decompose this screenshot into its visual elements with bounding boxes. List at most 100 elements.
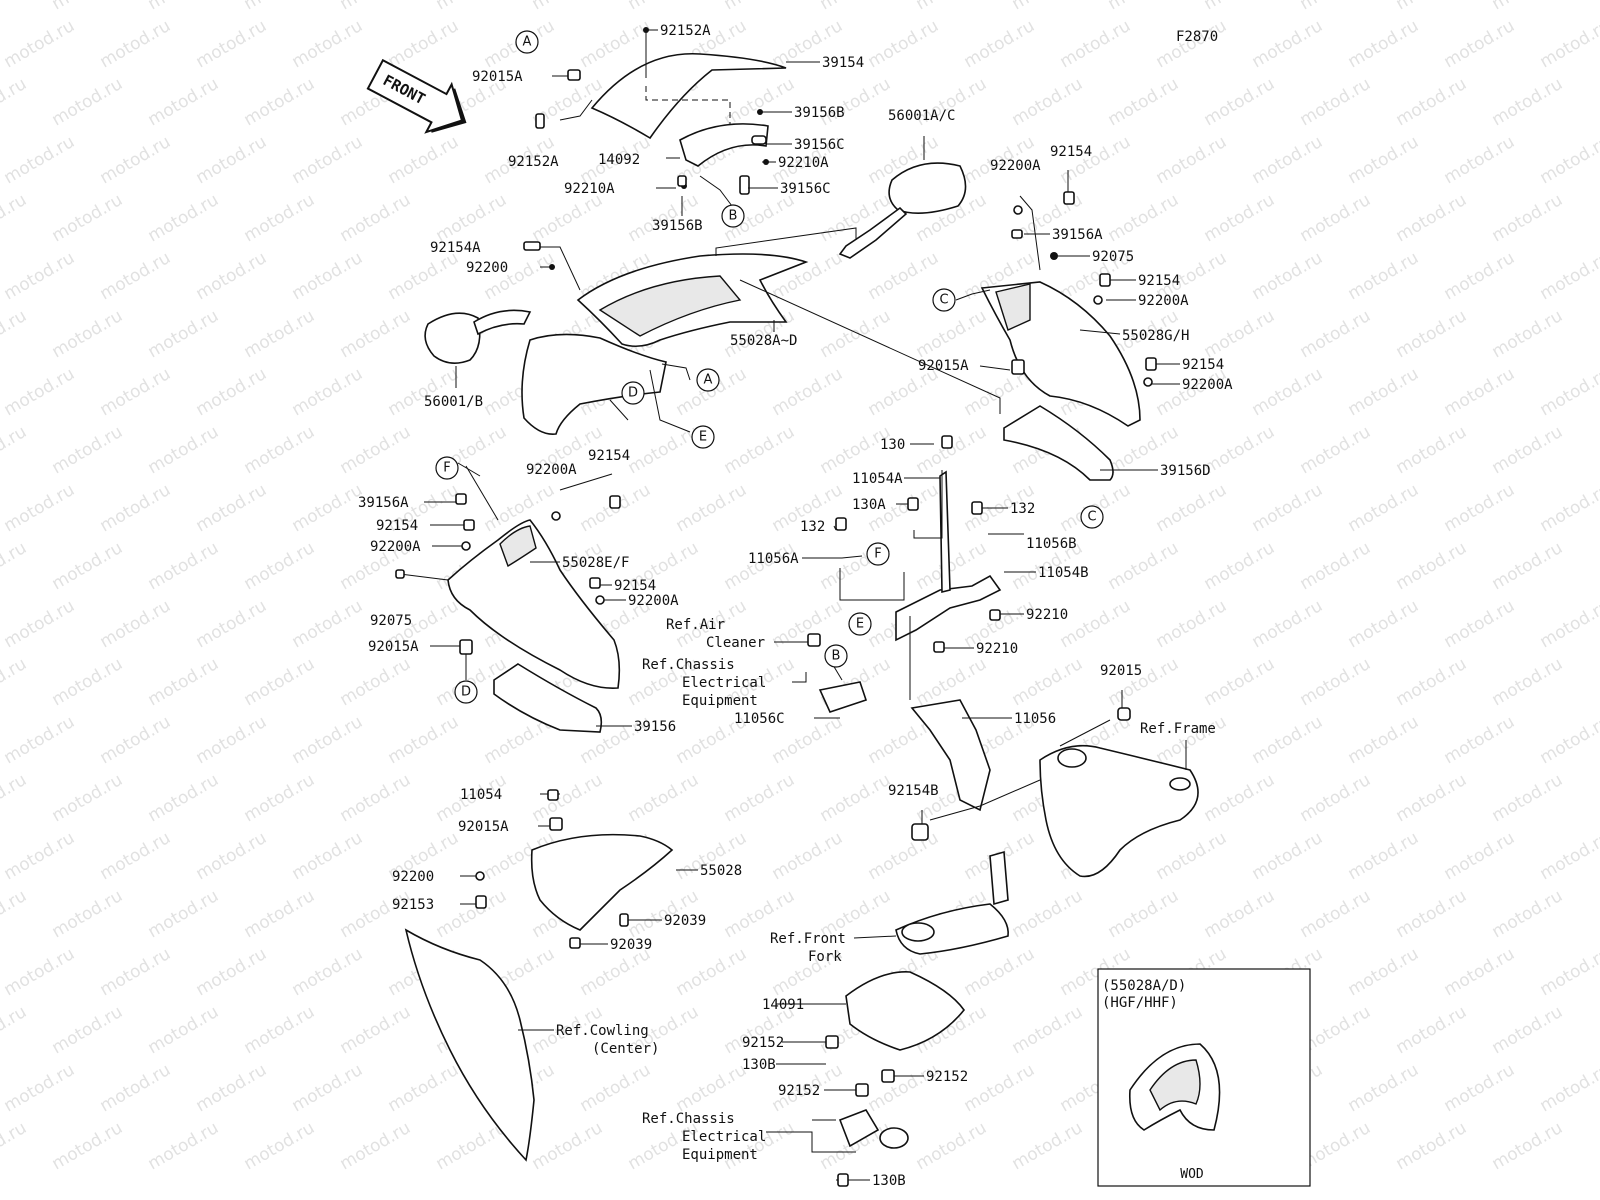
watermark-text: motod.ru <box>97 132 175 188</box>
watermark-text: motod.ru <box>49 306 127 362</box>
horn-bracket-part <box>838 1109 880 1148</box>
watermark-text: motod.ru <box>1297 654 1375 710</box>
watermark-text: motod.ru <box>1489 886 1567 942</box>
watermark-text: motod.ru <box>1537 712 1600 768</box>
part-label: 92015A <box>472 69 523 85</box>
watermark-text: motod.ru <box>385 248 463 304</box>
center-cowling-part <box>404 928 535 1162</box>
watermark-text: motod.ru <box>1 712 79 768</box>
steering-stem-part <box>989 850 1009 906</box>
watermark-text: motod.ru <box>289 16 367 72</box>
part-label: Ref.Cowling <box>556 1023 649 1039</box>
watermark-text: motod.ru <box>0 654 30 710</box>
svg-text:A: A <box>704 373 713 388</box>
stay-lower-part <box>910 699 991 812</box>
upper-cowl-inner <box>598 275 742 337</box>
watermark-text: motod.ru <box>1201 538 1279 594</box>
part-label: 130B <box>872 1173 906 1189</box>
watermark-text: motod.ru <box>1441 712 1519 768</box>
part-label: 92154A <box>430 240 481 256</box>
watermark-text: motod.ru <box>529 0 607 14</box>
watermark-text: motod.ru <box>1201 654 1279 710</box>
left-side-cowl-part <box>447 519 621 689</box>
watermark-text: motod.ru <box>1441 364 1519 420</box>
watermark-text: motod.ru <box>193 712 271 768</box>
watermark-text: motod.ru <box>337 306 415 362</box>
watermark-text: motod.ru <box>0 770 30 826</box>
part-label: 92039 <box>664 913 706 929</box>
part-label: 39156 <box>634 719 676 735</box>
watermark-text: motod.ru <box>337 886 415 942</box>
watermark-text: motod.ru <box>1153 480 1231 536</box>
watermark-text: motod.ru <box>145 654 223 710</box>
svg-text:E: E <box>856 617 864 632</box>
part-label: 92015 <box>1100 663 1142 679</box>
watermark-text: motod.ru <box>1105 0 1183 14</box>
watermark-text: motod.ru <box>1297 74 1375 130</box>
right-side-cowl-inlay <box>995 283 1031 331</box>
watermark-text: motod.ru <box>193 596 271 652</box>
callout-circle: B <box>721 204 745 228</box>
watermark-text: motod.ru <box>721 74 799 130</box>
watermark-text: motod.ru <box>1297 770 1375 826</box>
watermark-text: motod.ru <box>49 886 127 942</box>
part-label: 39156A <box>1052 227 1103 243</box>
watermark-text: motod.ru <box>1345 828 1423 884</box>
watermark-text: motod.ru <box>1297 538 1375 594</box>
part-label: 92015A <box>918 358 969 374</box>
watermark-text: motod.ru <box>145 190 223 246</box>
grommet-part <box>751 135 767 145</box>
watermark-text: motod.ru <box>145 74 223 130</box>
callout-circle: F <box>435 456 459 480</box>
watermark-text: motod.ru <box>241 306 319 362</box>
watermark-text: motod.ru <box>1489 0 1567 14</box>
watermark-text: motod.ru <box>1249 16 1327 72</box>
watermark-text: motod.ru <box>1489 770 1567 826</box>
watermark-text: motod.ru <box>385 1060 463 1116</box>
watermark-text: motod.ru <box>145 1118 223 1174</box>
watermark-text: motod.ru <box>49 654 127 710</box>
svg-text:E: E <box>699 430 707 445</box>
part-labels: 92152A 39154 92015A 92152A 39156B 39156C… <box>358 23 1233 1189</box>
watermark-text: motod.ru <box>0 886 30 942</box>
watermark-text: motod.ru <box>529 1118 607 1174</box>
watermark-text: motod.ru <box>1393 1118 1471 1174</box>
svg-text:C: C <box>1087 510 1096 525</box>
part-label: Equipment <box>682 1147 758 1163</box>
watermark-text: motod.ru <box>49 1002 127 1058</box>
watermark-text: motod.ru <box>1489 74 1567 130</box>
watermark-text: motod.ru <box>1009 1118 1087 1174</box>
watermark-text: motod.ru <box>337 770 415 826</box>
part-label: 132 <box>1010 501 1035 517</box>
watermark-text: motod.ru <box>721 422 799 478</box>
part-label: 130B <box>742 1057 776 1073</box>
watermark-text: motod.ru <box>1 828 79 884</box>
watermark-text: motod.ru <box>1441 132 1519 188</box>
part-label: 92200A <box>1182 377 1233 393</box>
watermark-text: motod.ru <box>625 770 703 826</box>
left-mirror-stem <box>473 309 532 336</box>
callout-circle: D <box>454 680 478 704</box>
watermark-text: motod.ru <box>1 132 79 188</box>
watermark-text: motod.ru <box>1201 886 1279 942</box>
watermark-text: motod.ru <box>673 480 751 536</box>
watermark-text: motod.ru <box>0 0 30 14</box>
part-label: 92200A <box>526 462 577 478</box>
watermark-text: motod.ru <box>385 16 463 72</box>
part-label: 92154 <box>1050 144 1092 160</box>
watermark-text: motod.ru <box>1105 886 1183 942</box>
part-label: 92152A <box>508 154 559 170</box>
part-label: Fork <box>808 949 842 965</box>
watermark-text: motod.ru <box>193 828 271 884</box>
watermark-text: motod.ru <box>1 248 79 304</box>
watermark-text: motod.ru <box>433 886 511 942</box>
svg-text:F: F <box>443 461 450 476</box>
watermark-text: motod.ru <box>1537 16 1600 72</box>
watermark-text: motod.ru <box>289 248 367 304</box>
watermark-text: motod.ru <box>97 364 175 420</box>
part-label: 130 <box>880 437 905 453</box>
stay-bracket-part <box>895 574 1002 642</box>
watermark-text: motod.ru <box>241 190 319 246</box>
watermark-text: motod.ru <box>1489 538 1567 594</box>
watermark-text: motod.ru <box>1537 248 1600 304</box>
